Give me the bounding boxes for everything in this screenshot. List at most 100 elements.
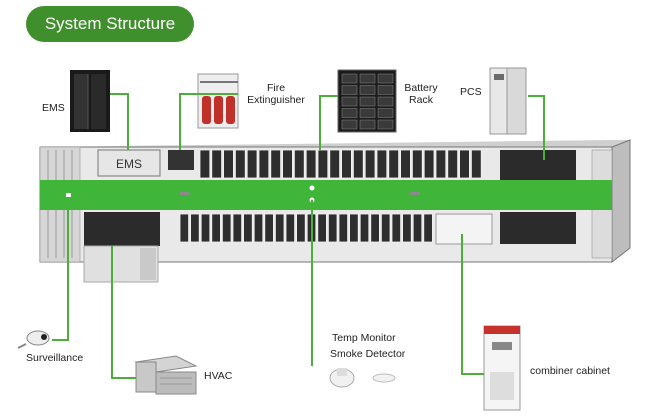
aisle-band — [40, 180, 612, 210]
battery-module — [370, 213, 380, 243]
battery-module — [349, 213, 359, 243]
ems-panel-label: EMS — [116, 157, 142, 171]
band-marker-1 — [180, 192, 190, 195]
rack-cell — [359, 85, 376, 95]
battery-module — [435, 149, 447, 179]
pcs-block — [500, 150, 576, 180]
ems-label: EMS — [42, 102, 65, 114]
title-banner: System Structure — [26, 6, 194, 42]
rack-cell — [377, 96, 394, 107]
combiner-label: combiner cabinet — [530, 365, 610, 377]
fire-label-line1: Fire — [266, 82, 286, 94]
smoke-detector-icon — [372, 373, 396, 383]
battery-module — [274, 213, 285, 243]
battery-label-line1: Battery — [404, 82, 438, 94]
battery-module — [402, 213, 412, 243]
bottom-right-block — [500, 212, 576, 244]
combiner-cabinet-icon — [483, 325, 521, 411]
rack-cell — [377, 73, 394, 84]
battery-module — [246, 149, 258, 179]
battery-row-bottom — [179, 213, 433, 243]
ems-panel: EMS — [97, 149, 161, 177]
rack-cell — [359, 96, 376, 107]
battery-module — [232, 213, 243, 243]
battery-module — [376, 149, 388, 179]
ems-cabinet-icon — [70, 70, 110, 132]
rack-cell — [377, 85, 394, 95]
page-title: System Structure — [44, 14, 176, 33]
rack-cell — [377, 108, 394, 118]
battery-module — [223, 149, 234, 179]
battery-module — [364, 149, 376, 179]
battery-module — [352, 149, 364, 179]
battery-module — [200, 213, 211, 243]
battery-module — [234, 149, 246, 179]
battery-module — [459, 149, 470, 179]
rack-cell — [341, 108, 358, 118]
fire-label-line2: Extinguisher — [247, 94, 305, 106]
battery-module — [211, 213, 221, 243]
battery-label: Battery Rack — [398, 82, 444, 106]
battery-module — [211, 149, 223, 179]
battery-module — [258, 149, 270, 179]
surveillance-label: Surveillance — [26, 352, 84, 364]
battery-module — [327, 213, 338, 243]
surveillance-camera-icon — [17, 330, 50, 349]
rack-cell — [377, 119, 394, 130]
battery-module — [221, 213, 232, 243]
battery-rack-icon — [337, 69, 397, 133]
battery-module — [270, 149, 281, 179]
battery-row-top — [199, 149, 482, 179]
dot-temp-1 — [309, 185, 315, 191]
battery-module — [423, 149, 435, 179]
temp-sensor-icon — [329, 368, 355, 388]
rack-cell — [359, 119, 376, 130]
battery-module — [264, 213, 274, 243]
fire-extinguisher-icon — [197, 73, 239, 129]
battery-module — [391, 213, 402, 243]
hvac-unit-icon — [134, 355, 198, 395]
rack-cell — [341, 119, 358, 130]
battery-module — [282, 149, 293, 179]
hvac-side — [140, 248, 156, 280]
battery-module — [179, 213, 190, 243]
battery-module — [285, 213, 296, 243]
hvac-label: HVAC — [204, 370, 233, 382]
pcs-cabinet-icon — [489, 67, 527, 135]
battery-module — [329, 149, 340, 179]
battery-module — [199, 149, 211, 179]
battery-module — [190, 213, 200, 243]
pcs-label: PCS — [460, 86, 482, 98]
battery-module — [243, 213, 253, 243]
battery-module — [400, 149, 411, 179]
rack-cell — [341, 96, 358, 107]
battery-module — [293, 149, 305, 179]
battery-module — [338, 213, 349, 243]
battery-module — [412, 213, 423, 243]
rack-cell — [341, 85, 358, 95]
battery-module — [380, 213, 391, 243]
rack-cell — [359, 73, 376, 84]
battery-module — [305, 149, 317, 179]
battery-label-line2: Rack — [409, 94, 433, 106]
battery-module — [317, 149, 329, 179]
smoke-detector-label: Smoke Detector — [330, 348, 406, 360]
combiner-panel — [435, 213, 493, 245]
battery-module — [470, 149, 482, 179]
battery-module — [317, 213, 327, 243]
band-marker-3 — [66, 193, 71, 197]
temp-monitor-label: Temp Monitor — [332, 332, 396, 344]
battery-module — [423, 213, 433, 243]
battery-module — [447, 149, 458, 179]
battery-module — [411, 149, 423, 179]
band-marker-2 — [410, 192, 420, 195]
battery-module — [388, 149, 399, 179]
fire-label: Fire Extinguisher — [246, 82, 306, 106]
battery-module — [296, 213, 306, 243]
battery-module — [341, 149, 352, 179]
hvac-block — [84, 212, 160, 246]
rack-cell — [341, 73, 358, 84]
leader-lines — [52, 93, 545, 379]
fire-unit — [168, 150, 194, 170]
